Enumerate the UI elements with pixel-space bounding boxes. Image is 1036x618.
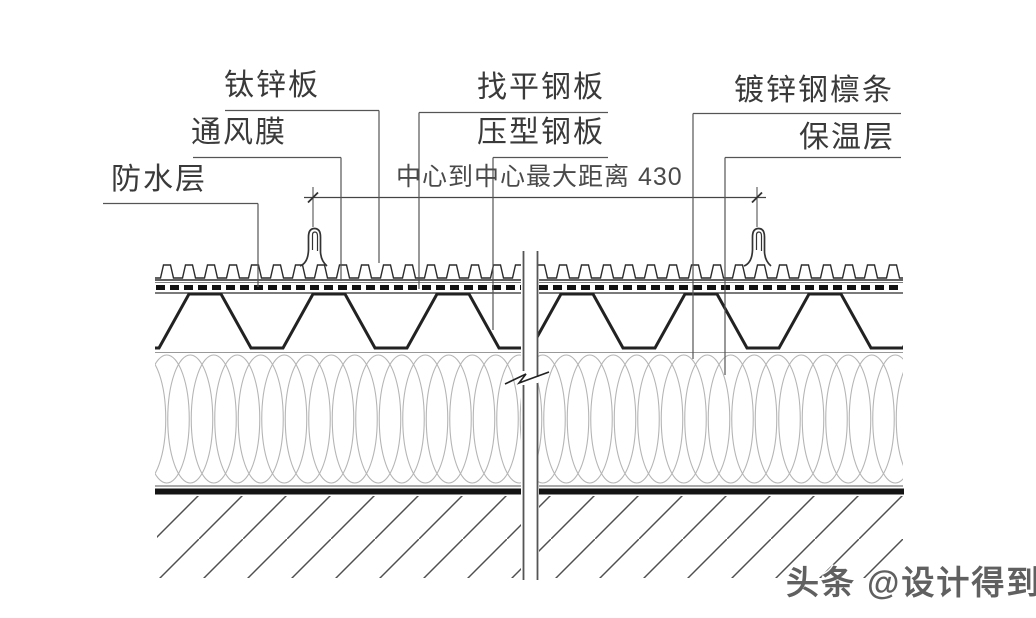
label-ventilation-membrane: 通风膜 (191, 116, 287, 149)
section-hatch (157, 496, 521, 578)
dimension-line (304, 187, 766, 227)
watermark: 头条 @设计得到 (786, 564, 1036, 601)
leader-profiled-steel-sheet (492, 156, 608, 330)
insulation-band (155, 352, 903, 487)
label-galvanized-steel-purlin: 镀锌钢檩条 (734, 74, 894, 107)
section-hatch (539, 496, 903, 578)
dimension-ticks (307, 191, 763, 204)
leader-insulation-layer (724, 156, 901, 375)
label-titanium-zinc-panel: 钛锌板 (224, 69, 320, 102)
standing-seam-clip-right (743, 227, 772, 267)
leader-titanium-zinc-panel (225, 109, 380, 263)
leader-leveling-steel-plate (418, 111, 608, 289)
label-profiled-steel-sheet: 压型钢板 (477, 116, 605, 149)
corrugated-zinc-sheet (155, 264, 903, 283)
break-zigzag (504, 371, 550, 385)
dimension-text: 中心到中心最大距离 430 (396, 163, 683, 191)
leader-lines (103, 109, 901, 375)
leader-galvanized-steel-purlin (692, 112, 901, 359)
leader-ventilation-membrane (193, 156, 342, 281)
label-insulation-layer: 保温层 (799, 121, 895, 154)
leader-waterproof-layer (103, 202, 259, 287)
standing-seam-clip-left (299, 227, 328, 267)
label-waterproof-layer: 防水层 (111, 163, 207, 196)
structural-slab (155, 488, 904, 578)
break-line (504, 251, 550, 580)
label-leveling-steel-plate: 找平钢板 (477, 71, 605, 104)
profiled-steel-deck (155, 292, 903, 350)
